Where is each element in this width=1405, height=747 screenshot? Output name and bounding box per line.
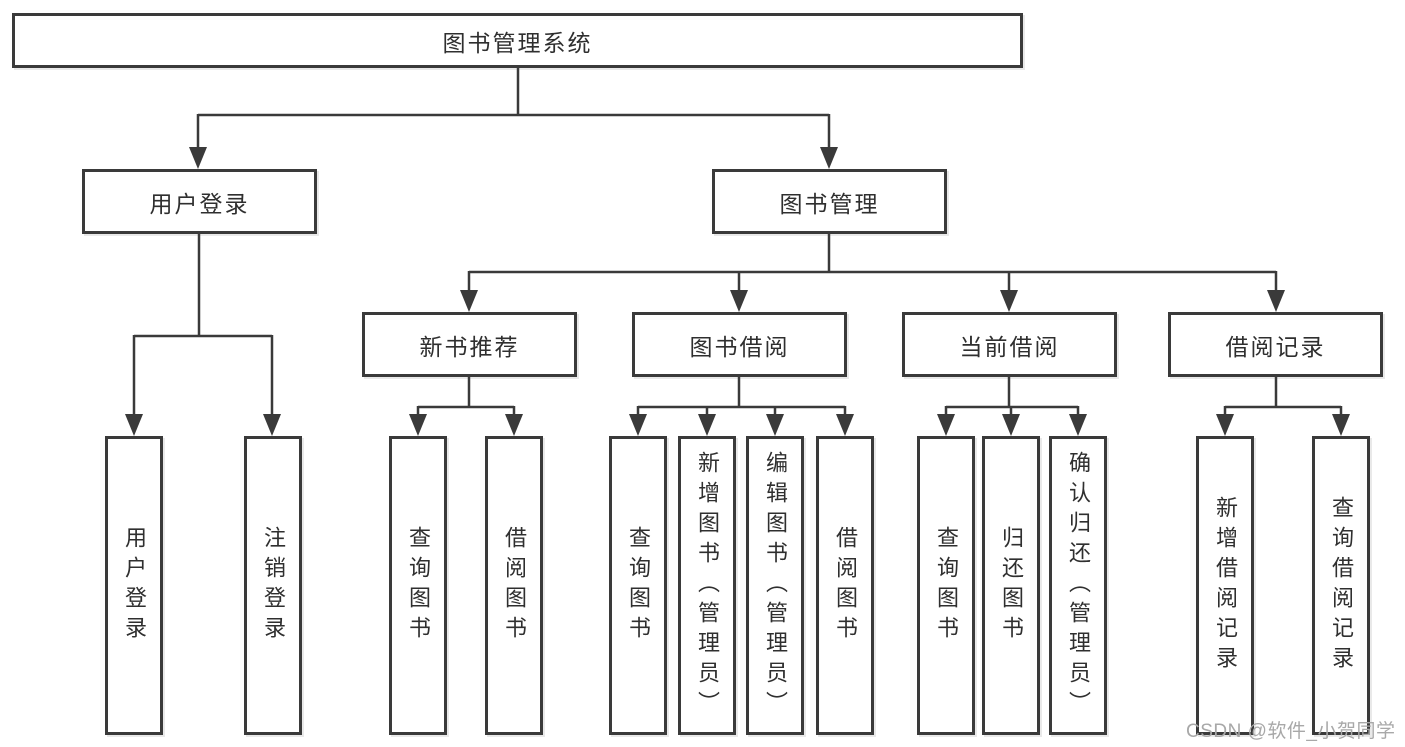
watermark: CSDN @软件_小贺同学 — [1186, 721, 1396, 742]
node-book-management-branch: 图书管理 — [712, 169, 947, 234]
node-leaf-return-book: 归还图书 — [982, 436, 1040, 735]
node-leaf-add-book-admin: 新增图书（管理员） — [678, 436, 736, 735]
node-leaf-query-book-current: 查询图书 — [917, 436, 975, 735]
node-borrow-records: 借阅记录 — [1168, 312, 1383, 377]
node-leaf-edit-book-admin: 编辑图书（管理员） — [746, 436, 804, 735]
node-leaf-query-book-borrow: 查询图书 — [609, 436, 667, 735]
node-current-borrow: 当前借阅 — [902, 312, 1117, 377]
node-leaf-borrow-book-borrow: 借阅图书 — [816, 436, 874, 735]
node-leaf-logout: 注销登录 — [244, 436, 302, 735]
node-new-book-recommend: 新书推荐 — [362, 312, 577, 377]
node-leaf-query-borrow-record: 查询借阅记录 — [1312, 436, 1370, 735]
node-leaf-query-book-recommend: 查询图书 — [389, 436, 447, 735]
node-user-login-branch: 用户登录 — [82, 169, 317, 234]
arrowheads — [125, 147, 1350, 436]
node-leaf-add-borrow-record: 新增借阅记录 — [1196, 436, 1254, 735]
node-root: 图书管理系统 — [12, 13, 1023, 68]
node-book-borrow: 图书借阅 — [632, 312, 847, 377]
node-leaf-borrow-book-recommend: 借阅图书 — [485, 436, 543, 735]
node-leaf-confirm-return-admin: 确认归还（管理员） — [1049, 436, 1107, 735]
node-leaf-user-login: 用户登录 — [105, 436, 163, 735]
